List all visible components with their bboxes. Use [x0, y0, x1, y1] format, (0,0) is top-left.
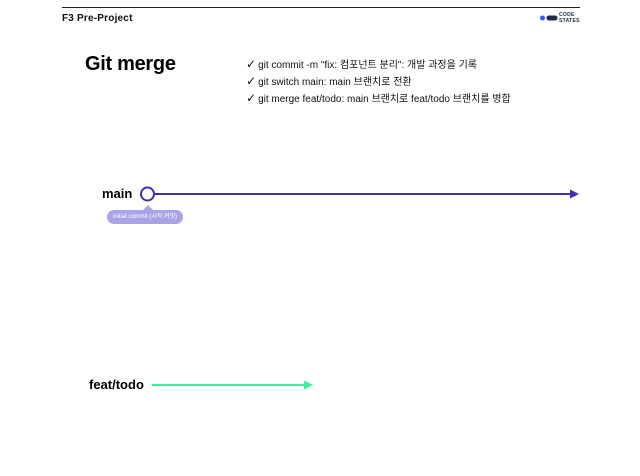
logo-line-code: CODE: [559, 12, 575, 18]
step-item: ✓ git merge feat/todo: main 브랜치로 feat/to…: [246, 90, 511, 107]
check-icon: ✓: [246, 74, 257, 88]
feat-todo-branch-arrowhead: [304, 380, 313, 390]
codestates-logo: CODE STATES: [540, 11, 580, 25]
logo-mark-icon: [540, 15, 558, 21]
header-title: F3 Pre-Project: [62, 13, 133, 24]
main-branch: [140, 186, 579, 202]
initial-commit-node: [140, 186, 155, 202]
initial-commit-tooltip: initial commit (시작 커밋): [107, 205, 184, 224]
logo-wordmark: CODE STATES: [559, 12, 580, 24]
branch-label-main: main: [102, 186, 133, 201]
step-item: ✓ git commit -m "fix: 컴포넌트 분리": 개발 과정을 기…: [246, 56, 511, 73]
step-list: ✓ git commit -m "fix: 컴포넌트 분리": 개발 과정을 기…: [246, 56, 511, 107]
check-icon: ✓: [246, 91, 257, 105]
slide-title: Git merge: [85, 53, 176, 75]
step-text: git commit -m "fix: 컴포넌트 분리": 개발 과정을 기록: [258, 60, 477, 71]
feat-todo-branch: [152, 380, 313, 390]
step-text: git merge feat/todo: main 브랜치로 feat/todo…: [258, 94, 511, 105]
step-text: git switch main: main 브랜치로 전환: [258, 77, 412, 88]
check-icon: ✓: [246, 57, 257, 71]
main-branch-arrowhead: [570, 189, 579, 199]
logo-line-states: STATES: [559, 18, 580, 24]
step-item: ✓ git switch main: main 브랜치로 전환: [246, 73, 511, 90]
branch-label-feat-todo: feat/todo: [89, 377, 144, 392]
header-rule: [62, 7, 580, 8]
